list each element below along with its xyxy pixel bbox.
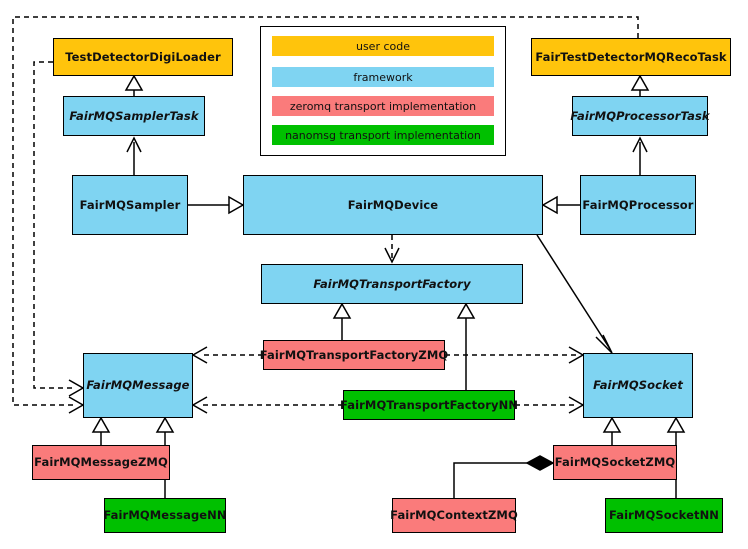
edge-samplertask-digiloader bbox=[124, 74, 144, 96]
class-node-fairmqprocessor[interactable]: FairMQProcessor bbox=[580, 175, 696, 235]
class-node-fairmqmessagezmq[interactable]: FairMQMessageZMQ bbox=[32, 445, 170, 480]
legend-item-nanomsg: nanomsg transport implementation bbox=[272, 125, 494, 145]
class-label: FairMQSamplerTask bbox=[69, 108, 199, 123]
class-node-fairmqtransportfactorynn[interactable]: FairMQTransportFactoryNN bbox=[339, 390, 519, 420]
edge-tfnn-message bbox=[191, 396, 343, 414]
edge-messagezmq-message bbox=[91, 416, 111, 445]
edge-tfnn-socket bbox=[515, 396, 585, 414]
class-label: FairMQProcessorTask bbox=[570, 108, 710, 123]
edge-sampler-device bbox=[188, 195, 245, 215]
edge-contextzmq-socketzmq bbox=[453, 455, 555, 498]
edge-device-socket bbox=[536, 234, 613, 354]
legend-item-framework: framework bbox=[272, 67, 494, 87]
class-label: FairMQDevice bbox=[347, 197, 439, 212]
class-node-testdetectordigiloader[interactable]: TestDetectorDigiLoader bbox=[53, 38, 233, 76]
legend-item-user-code: user code bbox=[272, 36, 494, 56]
class-label: FairTestDetectorMQRecoTask bbox=[535, 49, 727, 64]
class-label: FairMQTransportFactoryNN bbox=[339, 397, 519, 412]
legend-item-zeromq: zeromq transport implementation bbox=[272, 96, 494, 116]
class-node-fairmqsocketnn[interactable]: FairMQSocketNN bbox=[605, 498, 723, 533]
class-node-fairmqdevice[interactable]: FairMQDevice bbox=[243, 175, 543, 235]
edge-processortask-recotask bbox=[630, 74, 650, 96]
class-label: FairMQSampler bbox=[79, 197, 181, 212]
class-label: FairMQContextZMQ bbox=[390, 508, 518, 523]
class-label: FairMQSocketNN bbox=[608, 508, 720, 523]
edge-device-transportfactory bbox=[384, 235, 400, 264]
edge-processor-processortask bbox=[632, 136, 648, 175]
class-label: FairMQTransportFactoryZMQ bbox=[259, 347, 449, 362]
class-node-fairmqtransportfactory[interactable]: FairMQTransportFactory bbox=[261, 264, 523, 304]
edge-sampler-samplertask bbox=[126, 136, 142, 175]
class-label: FairMQSocket bbox=[593, 378, 683, 393]
class-node-fairmqprocessortask[interactable]: FairMQProcessorTask bbox=[570, 96, 710, 136]
class-label: FairMQMessageNN bbox=[103, 508, 227, 523]
edge-tfzmq-transportfactory bbox=[332, 302, 352, 340]
legend-label-nanomsg: nanomsg transport implementation bbox=[285, 128, 481, 142]
class-node-fairmqmessagenn[interactable]: FairMQMessageNN bbox=[103, 498, 227, 533]
class-node-fairmqcontextzmq[interactable]: FairMQContextZMQ bbox=[390, 498, 518, 533]
class-label: FairMQMessage bbox=[86, 378, 190, 393]
class-node-fairtestdetectormqrecotask[interactable]: FairTestDetectorMQRecoTask bbox=[531, 38, 731, 76]
edge-tfzmq-message bbox=[191, 346, 263, 364]
legend-label-user-code: user code bbox=[355, 39, 411, 53]
class-node-fairmqtransportfactoryzmq[interactable]: FairMQTransportFactoryZMQ bbox=[260, 340, 448, 370]
edge-tfnn-transportfactory bbox=[456, 302, 476, 390]
edge-socketzmq-socket bbox=[602, 416, 622, 445]
class-label: FairMQSocketZMQ bbox=[554, 455, 676, 470]
class-label: FairMQTransportFactory bbox=[313, 276, 471, 291]
class-node-fairmqsocket[interactable]: FairMQSocket bbox=[583, 353, 693, 418]
class-label: FairMQMessageZMQ bbox=[34, 455, 168, 470]
class-node-fairmqmessage[interactable]: FairMQMessage bbox=[83, 353, 193, 418]
class-node-fairmqsocketzmq[interactable]: FairMQSocketZMQ bbox=[553, 445, 677, 480]
edge-processor-device bbox=[541, 195, 580, 215]
legend-label-framework: framework bbox=[353, 70, 413, 84]
class-label: TestDetectorDigiLoader bbox=[65, 49, 221, 64]
class-node-fairmqsampler[interactable]: FairMQSampler bbox=[72, 175, 188, 235]
legend-label-zeromq: zeromq transport implementation bbox=[289, 99, 477, 113]
class-label: FairMQProcessor bbox=[582, 197, 694, 212]
class-node-fairmqsamplertask[interactable]: FairMQSamplerTask bbox=[63, 96, 205, 136]
